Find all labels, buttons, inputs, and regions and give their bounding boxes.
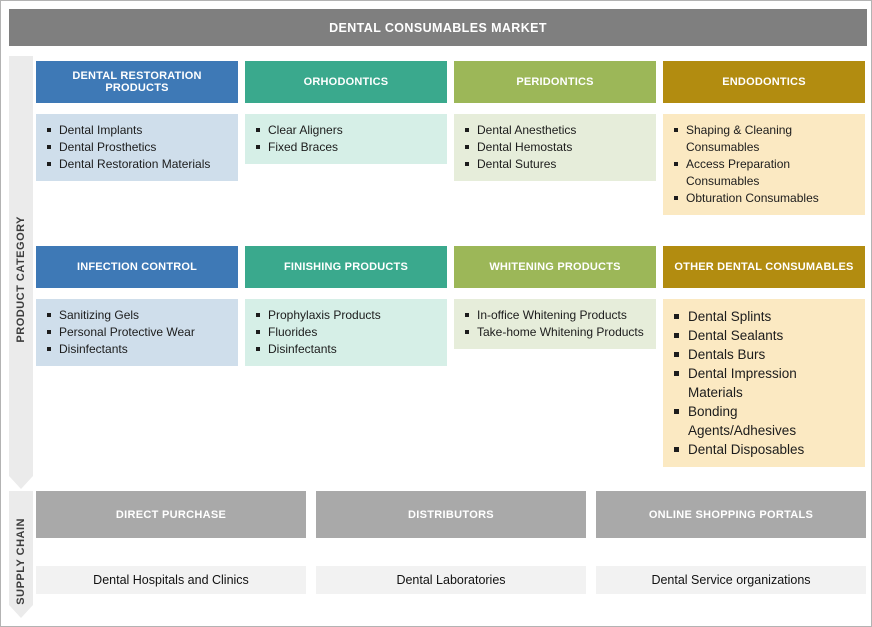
supply-chain-rail-label: SUPPLY CHAIN [15,517,27,605]
channel-direct-purchase: DIRECT PURCHASE [36,491,306,538]
list-item: Fixed Braces [253,139,435,156]
list-item: Disinfectants [44,341,226,358]
product-category-row-1: DENTAL RESTORATION PRODUCTS Dental Impla… [36,61,866,215]
product-category-rail-label: PRODUCT CATEGORY [15,215,27,343]
category-title: OTHER DENTAL CONSUMABLES [674,261,854,273]
customer-label: Dental Laboratories [396,573,506,587]
category-header: INFECTION CONTROL [36,246,238,288]
category-title: FINISHING PRODUCTS [284,261,408,273]
channel-label: DIRECT PURCHASE [115,508,227,521]
category-cell-whitening-products: WHITENING PRODUCTS In-office Whitening P… [454,246,656,349]
list-item: Dental Sealants [671,326,841,345]
category-title: PERIDONTICS [516,76,594,88]
product-category-rail: PRODUCT CATEGORY [9,56,33,489]
supply-chain-rail: SUPPLY CHAIN [9,491,33,618]
category-cell-endodontics: ENDODONTICS Shaping & Cleaning Consumabl… [663,61,865,215]
list-item: Disinfectants [253,341,435,358]
category-header: ORHODONTICS [245,61,447,103]
customer-dental-hospitals-clinics: Dental Hospitals and Clinics [36,566,306,594]
list-item: Sanitizing Gels [44,307,226,324]
channel-online-shopping-portals: ONLINE SHOPPING PORTALS [596,491,866,538]
list-item: Dental Restoration Materials [44,156,226,173]
customer-dental-service-organizations: Dental Service organizations [596,566,866,594]
list-item: Dental Prosthetics [44,139,226,156]
list-item: Clear Aligners [253,122,435,139]
category-header: OTHER DENTAL CONSUMABLES [663,246,865,288]
customer-dental-laboratories: Dental Laboratories [316,566,586,594]
category-title: ORHODONTICS [303,76,389,88]
category-cell-dental-restoration-products: DENTAL RESTORATION PRODUCTS Dental Impla… [36,61,238,181]
category-title: INFECTION CONTROL [76,261,198,273]
page-title: DENTAL CONSUMABLES MARKET [329,20,547,35]
list-item: In-office Whitening Products [462,307,644,324]
supply-chain-channel-row: DIRECT PURCHASE DISTRIBUTORS ONLINE SHOP… [36,491,866,538]
list-item: Shaping & Cleaning Consumables [671,122,853,156]
list-item: Fluorides [253,324,435,341]
channel-distributors: DISTRIBUTORS [316,491,586,538]
category-title: WHITENING PRODUCTS [489,261,621,273]
category-header: WHITENING PRODUCTS [454,246,656,288]
customer-label: Dental Service organizations [651,573,811,587]
list-item: Prophylaxis Products [253,307,435,324]
market-title-banner: DENTAL CONSUMABLES MARKET [9,9,867,46]
list-item: Obturation Consumables [671,190,853,207]
list-item: Dental Impression Materials [671,364,841,402]
category-title: DENTAL RESTORATION PRODUCTS [72,70,202,94]
list-item: Dentals Burs [671,345,841,364]
customer-label: Dental Hospitals and Clinics [93,573,249,587]
list-item: Bonding Agents/Adhesives [671,402,841,440]
list-item: Personal Protective Wear [44,324,226,341]
list-item: Access Preparation Consumables [671,156,853,190]
channel-label: DISTRIBUTORS [408,508,494,521]
channel-label: ONLINE SHOPPING PORTALS [648,508,814,521]
category-title: ENDODONTICS [722,76,806,88]
list-item: Dental Hemostats [462,139,644,156]
list-item: Take-home Whitening Products [462,324,644,341]
category-header: DENTAL RESTORATION PRODUCTS [36,61,238,103]
list-item: Dental Anesthetics [462,122,644,139]
list-item: Dental Sutures [462,156,644,173]
category-header: PERIDONTICS [454,61,656,103]
supply-chain-customer-row: Dental Hospitals and Clinics Dental Labo… [36,566,866,594]
category-header: ENDODONTICS [663,61,865,103]
list-item: Dental Implants [44,122,226,139]
list-item: Dental Disposables [671,440,841,459]
list-item: Dental Splints [671,307,841,326]
category-header: FINISHING PRODUCTS [245,246,447,288]
